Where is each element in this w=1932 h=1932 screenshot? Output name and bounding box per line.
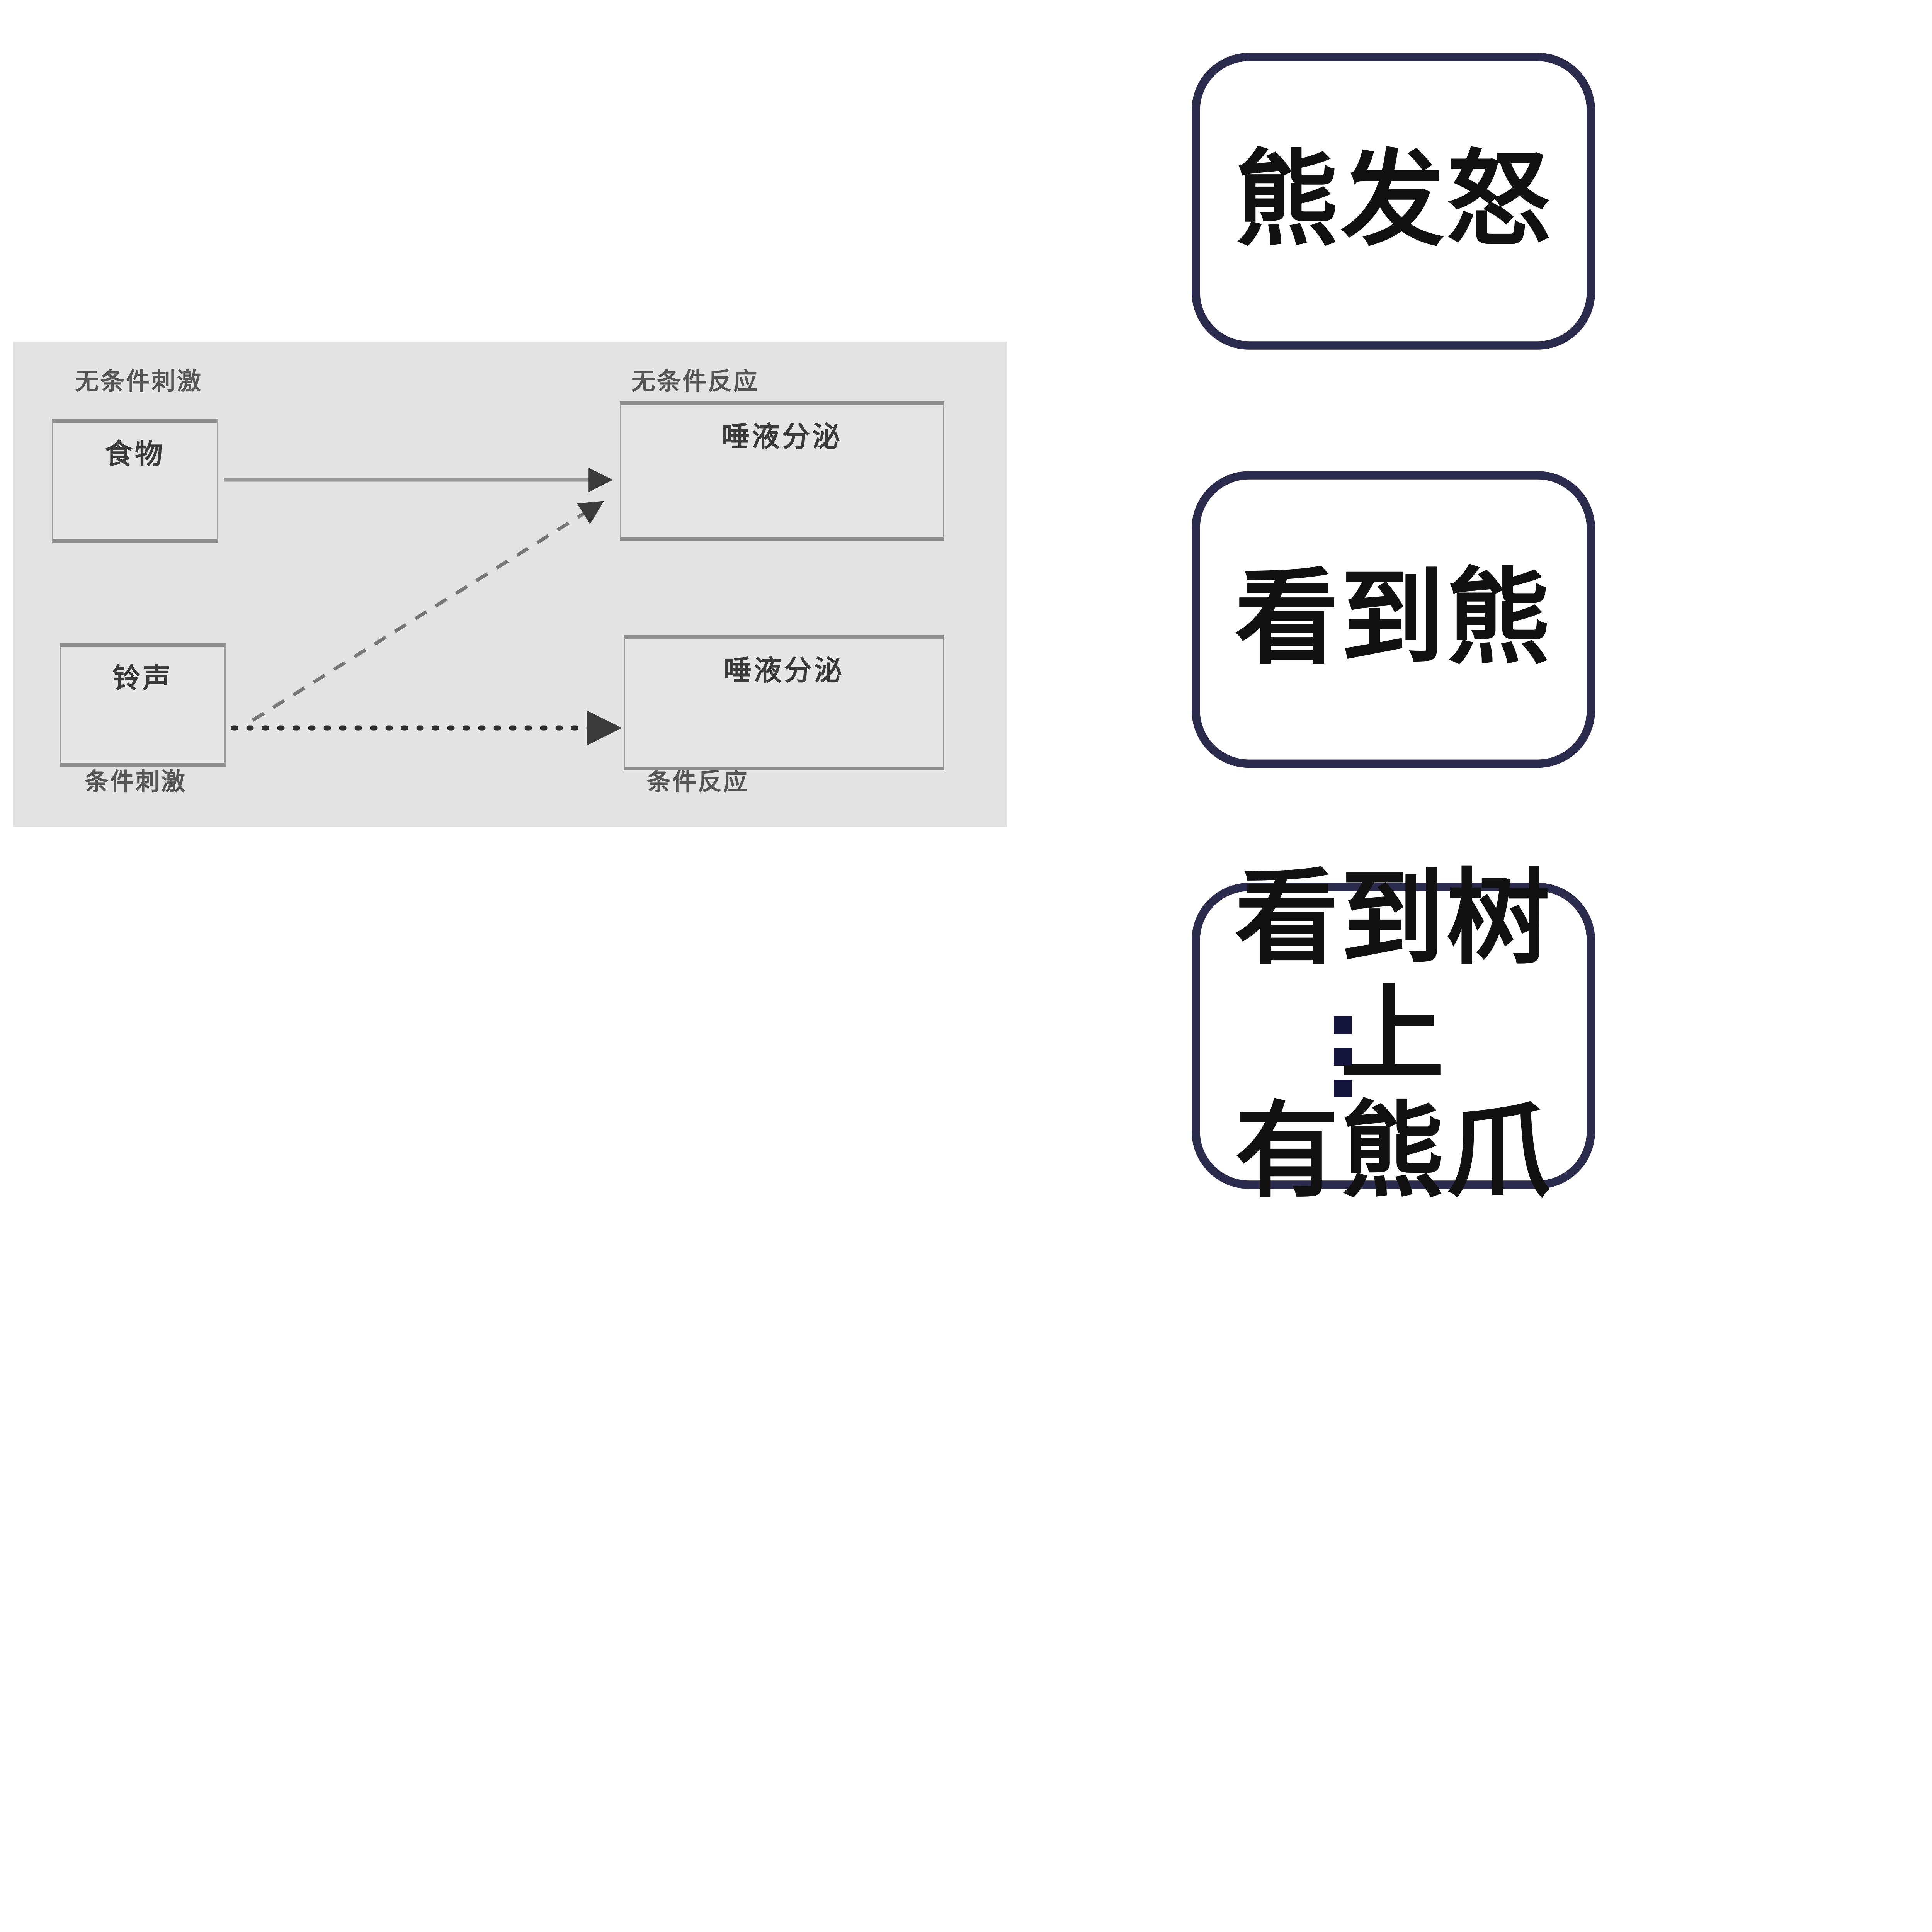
td-learning-panel: 熊发怒 看到熊 看到树上 有熊爪 奖励 V(s′) V(s) [1159,0,1932,1210]
ellipsis-left-column [1334,1016,1352,1097]
box-see-bear-label: 看到熊 [1235,558,1552,679]
box-see-bear: 看到熊 [1192,471,1595,768]
cc-box-bell: 铃声 [60,643,226,767]
cc-box-salivation-bottom-label: 唾液分泌 [723,654,844,687]
cc-box-food: 食物 [52,419,218,543]
caption-unconditioned-stimulus: 无条件刺激 [75,367,203,395]
box-bear-angry: 熊发怒 [1192,53,1595,350]
cc-box-salivation-top: 唾液分泌 [620,401,944,541]
cc-box-bell-label: 铃声 [112,662,173,694]
ellipsis-dot [1334,1080,1352,1097]
ellipsis-dot [1334,1048,1352,1066]
ellipsis-dot [1334,1016,1352,1034]
cc-arrow-layer [224,468,622,746]
caption-unconditioned-response: 无条件反应 [631,367,759,395]
caption-conditioned-response: 条件反应 [647,767,749,796]
cc-box-food-label: 食物 [104,438,165,470]
classical-conditioning-panel: 无条件刺激 无条件反应 条件刺激 条件反应 食物 铃声 唾液分泌 唾液分泌 [13,342,1007,827]
cc-box-salivation-bottom: 唾液分泌 [624,635,944,770]
cc-box-salivation-top-label: 唾液分泌 [721,420,842,453]
box-bear-angry-label: 熊发怒 [1235,140,1552,261]
box-see-bear-paw-in-tree-label: 看到树上 有熊爪 [1235,859,1552,1212]
cc-arrow-bell-to-unconditioned [252,501,604,722]
box-see-bear-paw-in-tree: 看到树上 有熊爪 [1192,861,1595,1210]
caption-conditioned-stimulus: 条件刺激 [85,767,187,796]
